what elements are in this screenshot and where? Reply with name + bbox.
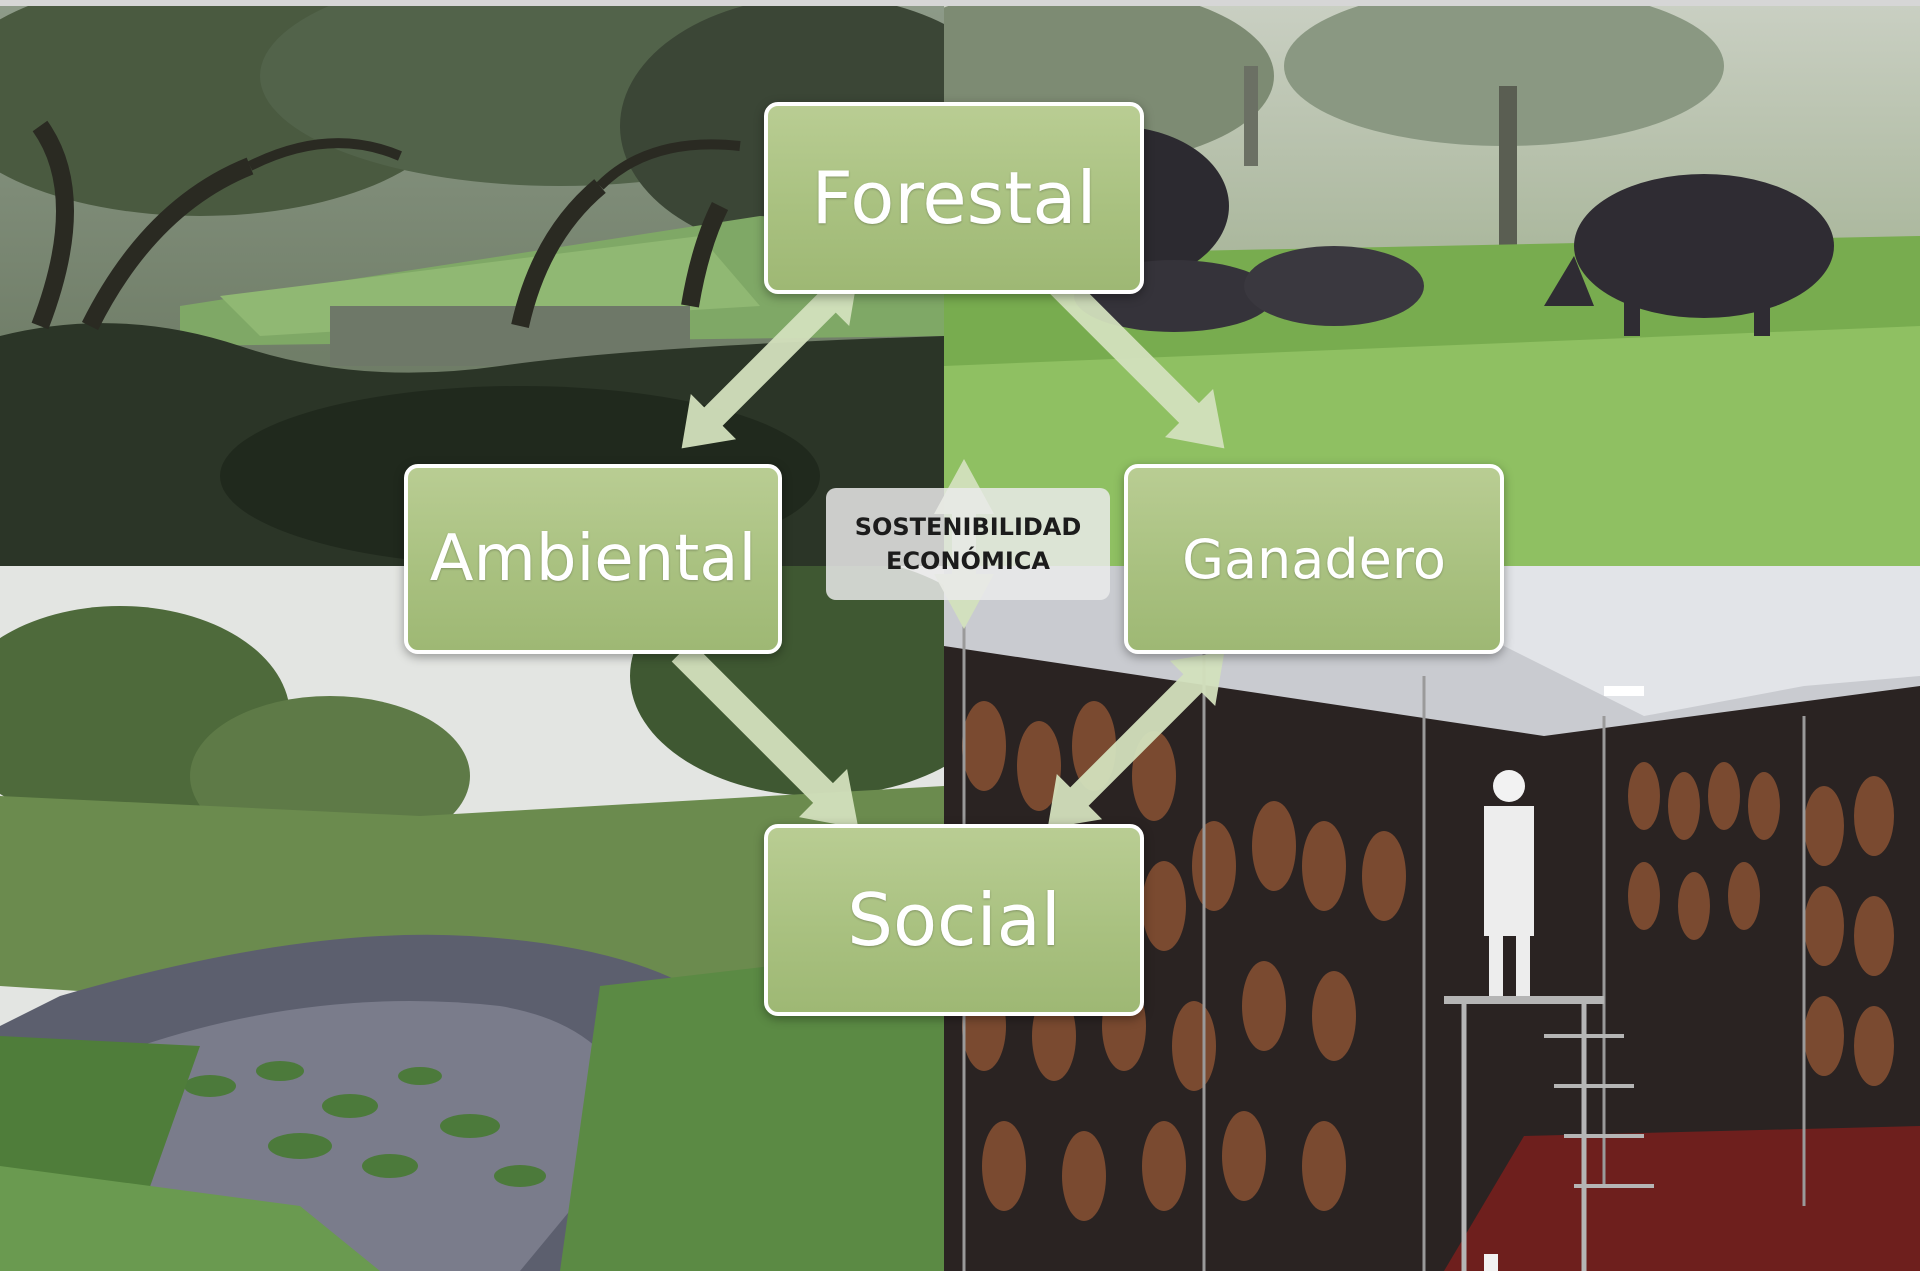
corner-mark xyxy=(1484,1254,1498,1271)
center-label-box: SOSTENIBILIDAD ECONÓMICA xyxy=(826,488,1110,600)
node-social: Social xyxy=(764,824,1144,1016)
center-label-line-1: SOSTENIBILIDAD xyxy=(854,513,1082,541)
top-strip xyxy=(0,0,1920,6)
node-forestal: Forestal xyxy=(764,102,1144,294)
node-ambiental: Ambiental xyxy=(404,464,782,654)
center-label-line-2: ECONÓMICA xyxy=(886,547,1050,575)
node-ganadero: Ganadero xyxy=(1124,464,1504,654)
ham-curing-cellar-photo xyxy=(944,566,1920,1271)
iberian-pigs-grazing-photo xyxy=(944,6,1920,566)
